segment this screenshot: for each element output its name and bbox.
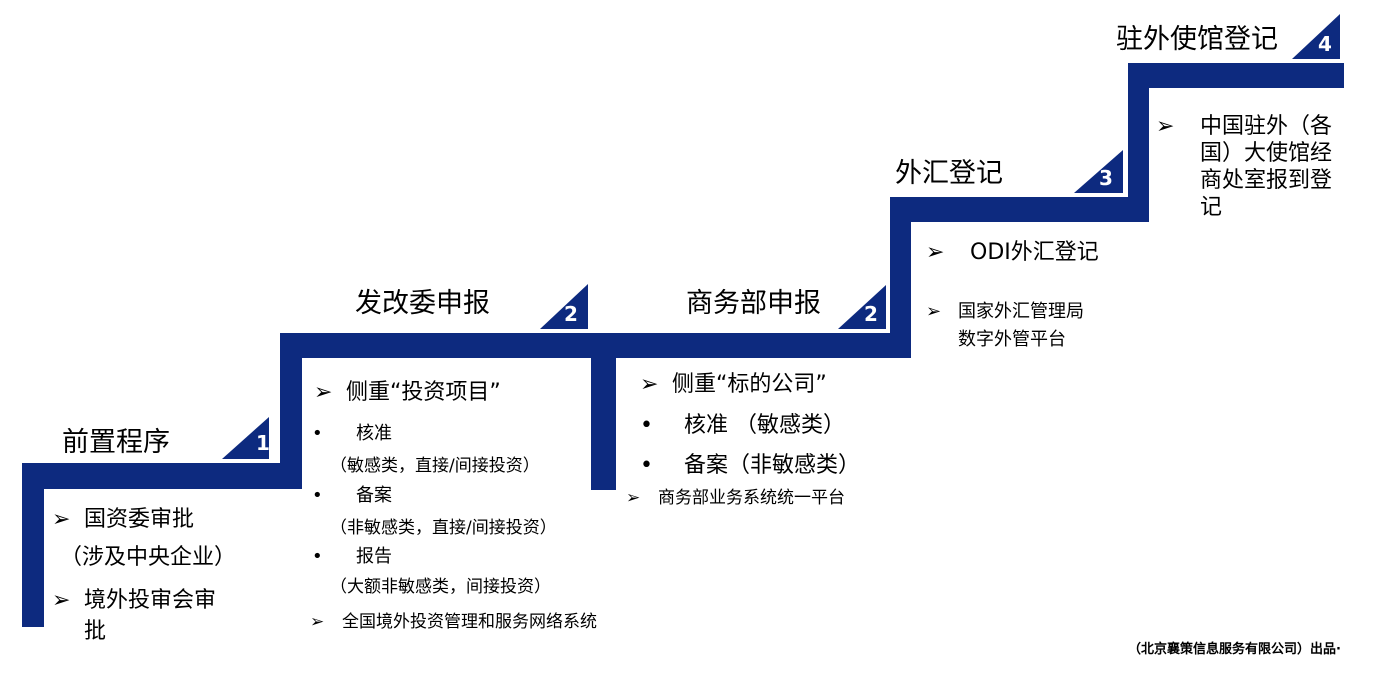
step2-item-3: •报告	[312, 546, 392, 567]
arrow-icon: ➢	[640, 372, 659, 397]
step1-item-1: ➢国资委审批	[52, 507, 195, 532]
step4-system-cont: 数字外管平台	[958, 329, 1066, 350]
staircase-band	[22, 63, 1344, 627]
step3-focus: ➢侧重“标的公司”	[640, 372, 827, 397]
arrow-icon: ➢	[310, 612, 325, 632]
footer-credit: （北京襄策信息服务有限公司）出品·	[1128, 642, 1341, 657]
step2-item-2: •备案	[312, 485, 392, 506]
step-title-3: 商务部申报	[686, 288, 821, 319]
step1-item-1-note: （涉及中央企业）	[60, 545, 237, 570]
svg-text:1: 1	[256, 431, 270, 455]
bullet-icon: •	[312, 546, 323, 567]
step2-focus: ➢侧重“投资项目”	[314, 380, 501, 405]
arrow-icon: ➢	[314, 380, 333, 405]
step-badge-3: 3	[1074, 150, 1123, 193]
svg-text:3: 3	[1099, 166, 1113, 190]
step4-system: ➢国家外汇管理局	[926, 301, 1084, 322]
svg-text:2: 2	[564, 302, 578, 326]
arrow-icon: ➢	[926, 240, 945, 265]
step3-system: ➢商务部业务系统统一平台	[626, 488, 845, 508]
step3-item-2: •备案（非敏感类）	[640, 453, 861, 478]
step-badge-4: 4	[1292, 14, 1340, 59]
step5-item-line-4: 记	[1200, 195, 1223, 220]
bullet-icon: •	[312, 485, 323, 506]
step5-item-line-3: 商处室报到登	[1200, 168, 1333, 193]
svg-text:4: 4	[1318, 32, 1332, 56]
step-title-5: 驻外使馆登记	[1116, 24, 1278, 55]
step1-item-2: ➢境外投审会审	[52, 588, 217, 613]
step4-focus: ➢ODI外汇登记	[926, 240, 1099, 265]
bullet-icon: •	[640, 413, 653, 438]
step2-system: ➢全国境外投资管理和服务网络系统	[310, 612, 597, 632]
arrow-icon: ➢	[52, 588, 71, 613]
arrow-icon: ➢	[52, 507, 71, 532]
bullet-icon: •	[312, 423, 323, 444]
step2-item-2-note: （非敏感类，直接/间接投资）	[330, 518, 557, 538]
step-title-2: 发改委申报	[355, 288, 490, 319]
arrow-icon: ➢	[1156, 114, 1175, 139]
step2-item-1-note: （敏感类，直接/间接投资）	[330, 456, 540, 476]
step3-item-1: •核准 （敏感类）	[640, 413, 845, 438]
step1-item-2-cont: 批	[84, 619, 107, 644]
step2-item-1: •核准	[312, 423, 392, 444]
step5-item-line-2: 国）大使馆经	[1200, 141, 1333, 166]
step-badge-2a: 2	[540, 284, 588, 329]
step-title-4: 外汇登记	[895, 158, 1003, 189]
step-badge-1: 1	[222, 417, 270, 459]
arrow-icon: ➢	[926, 301, 942, 322]
bullet-icon: •	[640, 453, 653, 478]
step-badge-2b: 2	[838, 285, 886, 329]
step-title-1: 前置程序	[62, 427, 170, 458]
svg-text:2: 2	[864, 302, 878, 326]
step5-item: ➢中国驻外（各	[1156, 114, 1333, 139]
arrow-icon: ➢	[626, 488, 641, 508]
step2-item-3-note: （大额非敏感类，间接投资）	[330, 577, 551, 597]
